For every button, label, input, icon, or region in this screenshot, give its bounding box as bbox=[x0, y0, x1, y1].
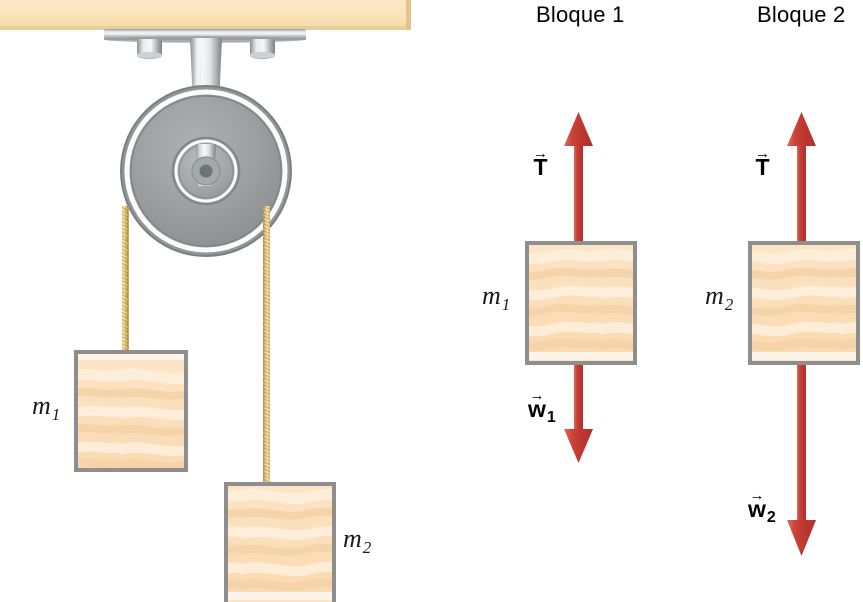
tension-symbol: T bbox=[533, 154, 548, 180]
weight-symbol: w bbox=[748, 496, 766, 522]
fbd1-tension-label: → T bbox=[533, 146, 548, 179]
fbd1-weight-arrow bbox=[564, 355, 593, 463]
left-bolt bbox=[137, 39, 162, 60]
fbd2-weight-arrow bbox=[787, 355, 816, 556]
vector-arrow-overbar: → bbox=[529, 387, 545, 404]
scene-mass-label-m1: m1 bbox=[32, 391, 60, 424]
pulley-assembly bbox=[104, 29, 306, 257]
mass-symbol: m bbox=[32, 391, 51, 420]
rope-left-segment bbox=[122, 206, 129, 356]
pulley-highlight-ring bbox=[124, 89, 288, 253]
fbd1-tension-arrow bbox=[564, 112, 593, 252]
pulley-hub-outer-ring bbox=[171, 136, 241, 206]
fbd2-tension-label: → T bbox=[755, 146, 770, 179]
vector-arrow-overbar: → bbox=[755, 145, 770, 162]
fbd1-mass-label: m1 bbox=[482, 281, 510, 314]
fbd-block1 bbox=[525, 112, 637, 463]
mass-subscript: 2 bbox=[724, 295, 734, 314]
fbd2-block bbox=[748, 241, 860, 365]
mass-subscript: 1 bbox=[501, 295, 511, 314]
block-m2 bbox=[224, 482, 336, 602]
mass-symbol: m bbox=[705, 281, 724, 310]
weight-subscript: 1 bbox=[546, 409, 556, 426]
mass-symbol: m bbox=[343, 524, 362, 553]
weight-symbol: w bbox=[528, 396, 546, 422]
ceiling-beam bbox=[0, 0, 411, 30]
fbd2-weight-label: → w 2 bbox=[748, 487, 776, 526]
block-m1 bbox=[74, 350, 188, 472]
fbd2-mass-label: m2 bbox=[705, 281, 733, 314]
weight-subscript: 2 bbox=[766, 509, 776, 526]
fbd-title-block1: Bloque 1 bbox=[536, 2, 625, 27]
mass-symbol: m bbox=[482, 281, 501, 310]
mass-subscript: 2 bbox=[362, 538, 372, 557]
fbd-block2 bbox=[748, 112, 860, 556]
tension-symbol: T bbox=[755, 154, 770, 180]
fbd1-weight-label: → w 1 bbox=[528, 387, 556, 426]
fbd1-block bbox=[525, 241, 637, 365]
vector-arrow-overbar: → bbox=[533, 145, 548, 162]
fbd2-tension-arrow bbox=[787, 112, 816, 252]
rope-right-segment bbox=[263, 206, 270, 488]
pulley-hub-highlight-ring bbox=[174, 139, 238, 203]
fbd-title-block2: Bloque 2 bbox=[757, 2, 846, 27]
scene-mass-label-m2: m2 bbox=[343, 524, 371, 557]
right-bolt bbox=[250, 39, 275, 60]
vector-arrow-overbar: → bbox=[749, 487, 765, 504]
mass-subscript: 1 bbox=[51, 405, 61, 424]
pulley-axle-center bbox=[199, 164, 213, 178]
